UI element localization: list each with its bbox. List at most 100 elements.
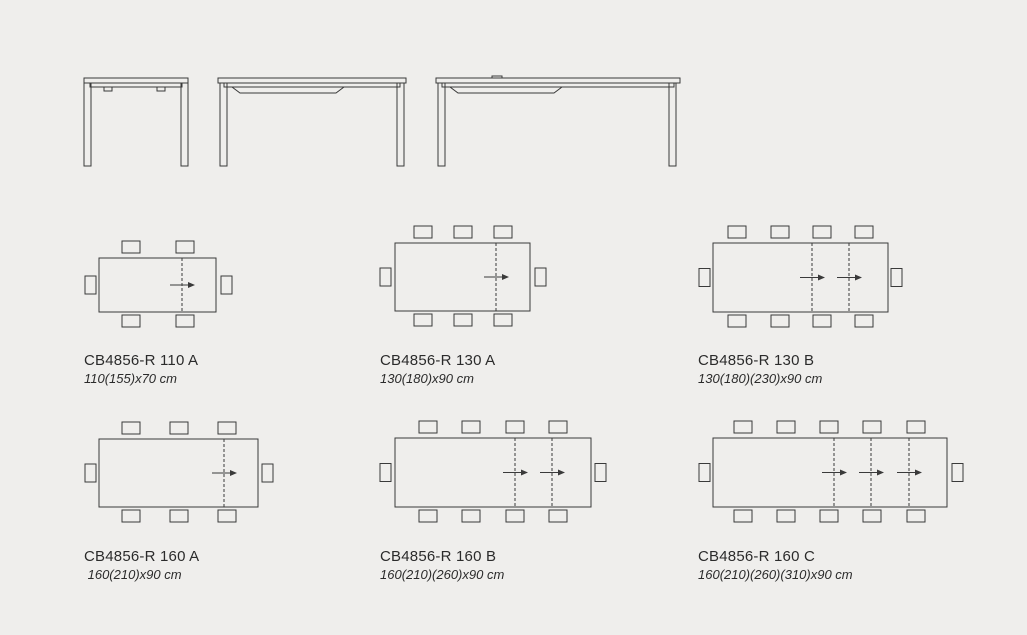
- table-top: [83, 77, 189, 84]
- chair-bottom: [169, 509, 189, 523]
- table-outline: [712, 437, 948, 508]
- plan-cb4856-r-110-a: [84, 240, 233, 328]
- chair-top: [733, 420, 753, 434]
- plan-views: [84, 225, 964, 523]
- apron: [89, 82, 183, 88]
- chair-top: [461, 420, 481, 434]
- caption-5: CB4856-R 160 C 160(210)(260)(310)x90 cm: [698, 549, 853, 581]
- chair-bottom: [461, 509, 481, 523]
- chair-end-left: [84, 463, 97, 483]
- chair-bottom: [862, 509, 882, 523]
- chair-top: [819, 420, 839, 434]
- table-outline: [98, 438, 259, 508]
- chair-top: [862, 420, 882, 434]
- side-view-closed: [83, 77, 189, 167]
- chair-end-left: [379, 267, 392, 287]
- chair-end-right: [951, 463, 964, 482]
- chair-bottom: [217, 509, 237, 523]
- chair-bottom: [175, 314, 195, 328]
- chair-end-right: [220, 275, 233, 295]
- chair-top: [418, 420, 438, 434]
- caption-1: CB4856-R 130 A 130(180)x90 cm: [380, 353, 495, 385]
- model-code: CB4856-R 110 A: [84, 352, 199, 369]
- model-code: CB4856-R 130 B: [698, 352, 815, 369]
- apron: [223, 82, 401, 88]
- dimensions: 160(210)(260)x90 cm: [380, 567, 505, 582]
- chair-end-left: [698, 463, 711, 482]
- chair-bottom: [770, 314, 790, 328]
- plan-cb4856-r-160-c: [698, 420, 964, 523]
- dimensions: 160(210)x90 cm: [84, 567, 182, 582]
- chair-end-right: [261, 463, 274, 483]
- dimensions: 130(180)(230)x90 cm: [698, 371, 823, 386]
- side-view-extended: [435, 75, 681, 167]
- model-code: CB4856-R 130 A: [380, 352, 496, 369]
- table-leg: [180, 82, 189, 167]
- chair-bottom: [548, 509, 568, 523]
- chair-top: [906, 420, 926, 434]
- chair-bottom: [453, 313, 473, 327]
- chair-top: [505, 420, 525, 434]
- side-view-one-extension: [217, 77, 407, 167]
- chair-end-right: [890, 268, 903, 287]
- chair-top: [121, 421, 141, 435]
- apron: [441, 82, 675, 88]
- chair-top: [812, 225, 832, 239]
- chair-end-right: [594, 463, 607, 482]
- table-outline: [98, 257, 217, 313]
- plan-cb4856-r-160-b: [379, 420, 607, 523]
- chair-bottom: [413, 313, 433, 327]
- plan-cb4856-r-130-a: [379, 225, 547, 327]
- chair-bottom: [418, 509, 438, 523]
- chair-bottom: [121, 314, 141, 328]
- extension-leaf-storage: [230, 86, 346, 94]
- chair-top: [217, 421, 237, 435]
- chair-end-right: [534, 267, 547, 287]
- table-leg: [668, 82, 677, 167]
- table-top: [217, 77, 407, 84]
- chair-bottom: [819, 509, 839, 523]
- chair-bottom: [906, 509, 926, 523]
- chair-top: [770, 225, 790, 239]
- dimensions: 130(180)x90 cm: [380, 371, 474, 386]
- chair-top: [453, 225, 473, 239]
- chair-top: [854, 225, 874, 239]
- chair-top: [175, 240, 195, 254]
- caption-4: CB4856-R 160 B 160(210)(260)x90 cm: [380, 549, 504, 581]
- chair-bottom: [121, 509, 141, 523]
- chair-top: [169, 421, 189, 435]
- chair-end-left: [698, 268, 711, 287]
- table-outline: [394, 242, 531, 312]
- chair-top: [727, 225, 747, 239]
- table-leg: [219, 82, 228, 167]
- chair-bottom: [776, 509, 796, 523]
- table-leg: [437, 82, 446, 167]
- caption-3: CB4856-R 160 A 160(210)x90 cm: [84, 549, 199, 581]
- table-outline: [394, 437, 592, 508]
- leaf-joint: [491, 75, 503, 79]
- chair-end-left: [84, 275, 97, 295]
- table-leg: [83, 82, 92, 167]
- dimensions: 110(155)x70 cm: [84, 371, 177, 386]
- chair-bottom: [493, 313, 513, 327]
- extension-leaf-storage: [448, 86, 564, 94]
- caption-0: CB4856-R 110 A 110(155)x70 cm: [84, 353, 198, 385]
- chair-bottom: [812, 314, 832, 328]
- table-leg: [396, 82, 405, 167]
- plan-cb4856-r-130-b: [698, 225, 903, 328]
- chair-bottom: [727, 314, 747, 328]
- model-code: CB4856-R 160 A: [84, 548, 200, 565]
- chair-end-left: [379, 463, 392, 482]
- chair-top: [413, 225, 433, 239]
- chair-bottom: [505, 509, 525, 523]
- plan-cb4856-r-160-a: [84, 421, 274, 523]
- table-outline: [712, 242, 889, 313]
- table-top: [435, 77, 681, 84]
- model-code: CB4856-R 160 C: [698, 548, 816, 565]
- mechanism-block: [156, 86, 166, 92]
- caption-2: CB4856-R 130 B 130(180)(230)x90 cm: [698, 353, 822, 385]
- chair-bottom: [733, 509, 753, 523]
- chair-top: [548, 420, 568, 434]
- model-code: CB4856-R 160 B: [380, 548, 497, 565]
